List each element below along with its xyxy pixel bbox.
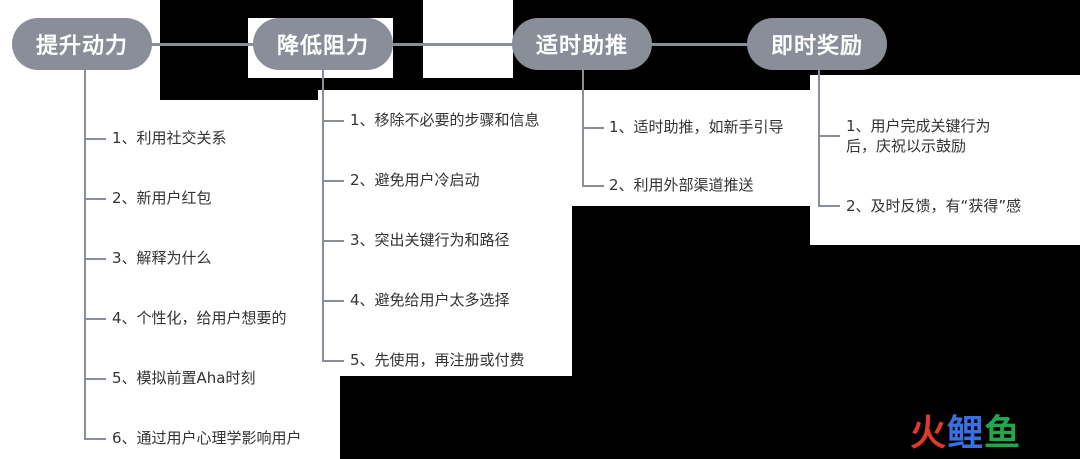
panel-col1-lower	[0, 100, 340, 459]
branch	[322, 300, 344, 302]
tree-trunk-col2	[322, 70, 324, 360]
logo-char: 火	[910, 413, 948, 454]
list-item: 1、用户完成关键行为后，庆祝以示鼓励	[846, 117, 991, 155]
connector-bus	[140, 43, 780, 46]
branch	[84, 138, 106, 140]
branch	[84, 198, 106, 200]
list-item: 1、适时助推，如新手引导	[609, 118, 784, 136]
panel-col3	[572, 90, 812, 206]
list-item: 1、利用社交关系	[112, 129, 227, 147]
branch	[84, 378, 106, 380]
stage-pill-motivation: 提升动力	[12, 18, 152, 70]
branch	[322, 120, 344, 122]
panel-col3-top	[423, 0, 513, 78]
branch	[582, 185, 604, 187]
branch	[322, 180, 344, 182]
branch	[84, 258, 106, 260]
branch	[84, 438, 106, 440]
tree-trunk-col1	[84, 70, 86, 440]
branch	[582, 127, 604, 129]
stage-pill-nudge: 适时助推	[512, 18, 652, 70]
branch	[84, 318, 106, 320]
stage-pill-friction: 降低阻力	[253, 18, 393, 70]
panel-col4	[810, 75, 1080, 245]
list-item: 5、模拟前置Aha时刻	[112, 369, 256, 387]
list-item: 4、避免给用户太多选择	[350, 291, 510, 309]
logo-char: 鲤	[947, 413, 985, 454]
list-item: 1、移除不必要的步骤和信息	[350, 111, 540, 129]
list-item: 2、避免用户冷启动	[350, 171, 480, 189]
stage-pill-reward: 即时奖励	[747, 18, 887, 70]
list-item: 3、解释为什么	[112, 249, 212, 267]
list-item: 5、先使用，再注册或付费	[350, 351, 525, 369]
list-item: 6、通过用户心理学影响用户	[112, 429, 302, 447]
branch	[322, 240, 344, 242]
list-item: 4、个性化，给用户想要的	[112, 309, 287, 327]
logo-char: 鱼	[984, 413, 1022, 454]
branch	[322, 360, 344, 362]
list-item: 2、新用户红包	[112, 189, 212, 207]
branch	[818, 205, 840, 207]
list-item: 2、及时反馈，有“获得”感	[846, 197, 1022, 215]
tree-trunk-col4	[818, 70, 820, 207]
brand-logo: 火鲤鱼	[910, 412, 1021, 456]
panel-col2	[318, 90, 572, 376]
list-item: 2、利用外部渠道推送	[609, 176, 754, 194]
list-item: 3、突出关键行为和路径	[350, 231, 510, 249]
branch	[818, 135, 840, 137]
